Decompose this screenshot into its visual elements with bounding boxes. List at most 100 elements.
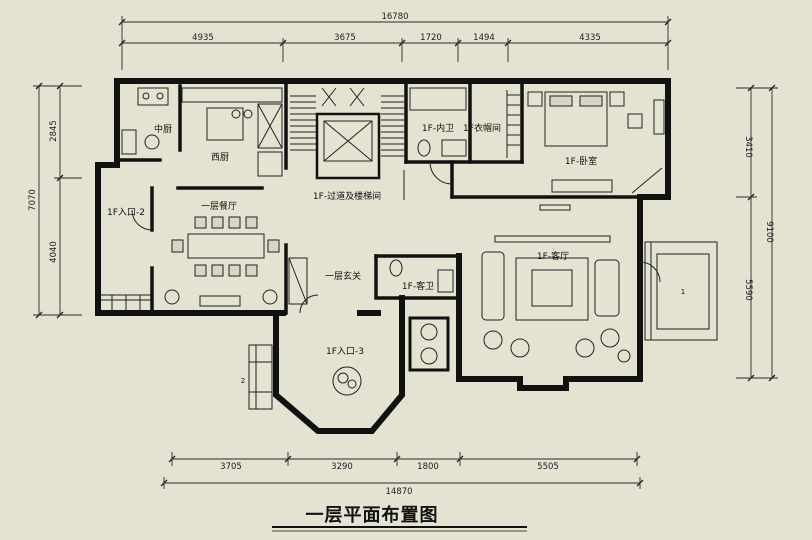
elevator-shaft bbox=[315, 112, 381, 180]
armchair bbox=[483, 330, 503, 350]
dimension-tick bbox=[35, 311, 43, 319]
dimension-label-left-overall: 7070 bbox=[28, 189, 38, 211]
coffee-table bbox=[531, 269, 573, 307]
burner bbox=[156, 92, 164, 100]
dimension-tick bbox=[747, 193, 755, 201]
dimension-label: 3675 bbox=[334, 33, 356, 43]
tv-console bbox=[494, 235, 611, 243]
dimension-tick bbox=[768, 374, 776, 382]
bedroom-furniture bbox=[527, 91, 665, 194]
room-label-xuanguan: 一层玄关 bbox=[325, 270, 361, 282]
dimension-tick bbox=[454, 39, 462, 47]
drawing-title: 一层平面布置图 bbox=[306, 504, 439, 526]
dimension-tick bbox=[747, 84, 755, 92]
dimension-label: 3705 bbox=[220, 462, 242, 472]
dimension-tick bbox=[168, 455, 176, 463]
dimension-label: 1494 bbox=[473, 33, 495, 43]
bath-sink bbox=[441, 139, 467, 157]
sofa bbox=[481, 251, 505, 321]
fridge bbox=[257, 103, 283, 149]
dining-chair bbox=[211, 264, 224, 277]
interior-wall bbox=[374, 254, 461, 300]
dimension-tick bbox=[636, 479, 644, 487]
bed bbox=[544, 91, 608, 147]
dimension-tick bbox=[398, 39, 406, 47]
dimension-tick bbox=[279, 39, 287, 47]
dining-chair bbox=[171, 239, 184, 253]
armchair bbox=[575, 338, 595, 358]
room-label-woshi: 1F-卧室 bbox=[565, 155, 597, 167]
dimension-tick bbox=[118, 18, 126, 26]
cabinet bbox=[257, 151, 283, 177]
dimension-tick bbox=[118, 39, 126, 47]
kitchen-island bbox=[206, 107, 244, 141]
fridge-cross bbox=[257, 103, 283, 149]
room-label-rukou2: 1F入口-2 bbox=[107, 207, 145, 218]
dimension-tick bbox=[284, 455, 292, 463]
right-porch-step bbox=[656, 253, 710, 330]
dimension-label-bottom-overall: 14870 bbox=[385, 487, 412, 497]
top-dimension-chain: 16780 4935 3675 1720 1494 4335 bbox=[118, 12, 672, 70]
living-furniture bbox=[481, 204, 631, 363]
elevator-cross bbox=[323, 120, 373, 162]
feature-box bbox=[408, 316, 450, 372]
armchair bbox=[262, 289, 278, 305]
dimension-label: 3410 bbox=[743, 136, 753, 158]
sofa bbox=[594, 259, 620, 317]
door-swing bbox=[429, 161, 453, 185]
room-label-keting: 1F-客厅 bbox=[537, 250, 569, 262]
decor-round bbox=[332, 366, 362, 396]
dimension-tick bbox=[56, 82, 64, 90]
dimension-tick bbox=[35, 82, 43, 90]
burner bbox=[142, 92, 150, 100]
room-label-guodao: 1F-过道及楼梯间 bbox=[313, 190, 381, 202]
bar-stool bbox=[243, 109, 253, 119]
right-porch bbox=[644, 241, 718, 341]
stair-hall bbox=[290, 87, 405, 200]
stove bbox=[137, 87, 169, 106]
desk bbox=[653, 99, 665, 135]
cabinet-cross bbox=[288, 257, 308, 305]
dimension-tick bbox=[504, 39, 512, 47]
decor-round bbox=[337, 372, 349, 384]
dimension-tick bbox=[664, 39, 672, 47]
dimension-tick bbox=[633, 455, 641, 463]
tv-bench bbox=[551, 179, 613, 193]
entrance-features bbox=[332, 316, 450, 396]
dimension-label: 3290 bbox=[331, 462, 353, 472]
room-label-canting: 一层餐厅 bbox=[201, 200, 237, 212]
rug bbox=[515, 257, 589, 321]
dining-table bbox=[187, 233, 265, 259]
guest-toilet bbox=[389, 259, 403, 277]
room-label-kewei: 1F-客卫 bbox=[402, 280, 434, 292]
room-label-zhongchu: 中厨 bbox=[154, 123, 172, 135]
feature-circle bbox=[420, 323, 438, 341]
plant bbox=[617, 349, 631, 363]
exterior-wall bbox=[95, 162, 155, 316]
dimension-tick bbox=[393, 455, 401, 463]
armchair bbox=[510, 338, 530, 358]
room-label-xichu: 西厨 bbox=[211, 152, 229, 163]
elevator-car bbox=[323, 120, 373, 162]
room-label-yimaojian: 1F衣帽间 bbox=[463, 122, 501, 134]
window-sill bbox=[539, 204, 571, 211]
bathtub bbox=[409, 87, 467, 111]
toilet bbox=[417, 139, 431, 157]
dining-chair bbox=[194, 264, 207, 277]
bath-furniture bbox=[288, 87, 520, 305]
door-swing bbox=[131, 209, 153, 231]
door-swing bbox=[299, 294, 319, 314]
stair-landing bbox=[321, 87, 365, 107]
dining-chair bbox=[228, 264, 241, 277]
stair-flight-left bbox=[290, 95, 316, 151]
stair-flight-right bbox=[381, 95, 404, 157]
right-dimension-chain: 3410 9100 5590 bbox=[736, 84, 778, 382]
feature-circle bbox=[420, 347, 438, 365]
guest-sink bbox=[437, 269, 454, 293]
dimension-label-right-overall: 9100 bbox=[764, 221, 774, 243]
dimension-tick bbox=[160, 479, 168, 487]
dimension-tick bbox=[747, 374, 755, 382]
dimension-label: 4935 bbox=[192, 33, 214, 43]
dining-chair bbox=[267, 239, 280, 253]
